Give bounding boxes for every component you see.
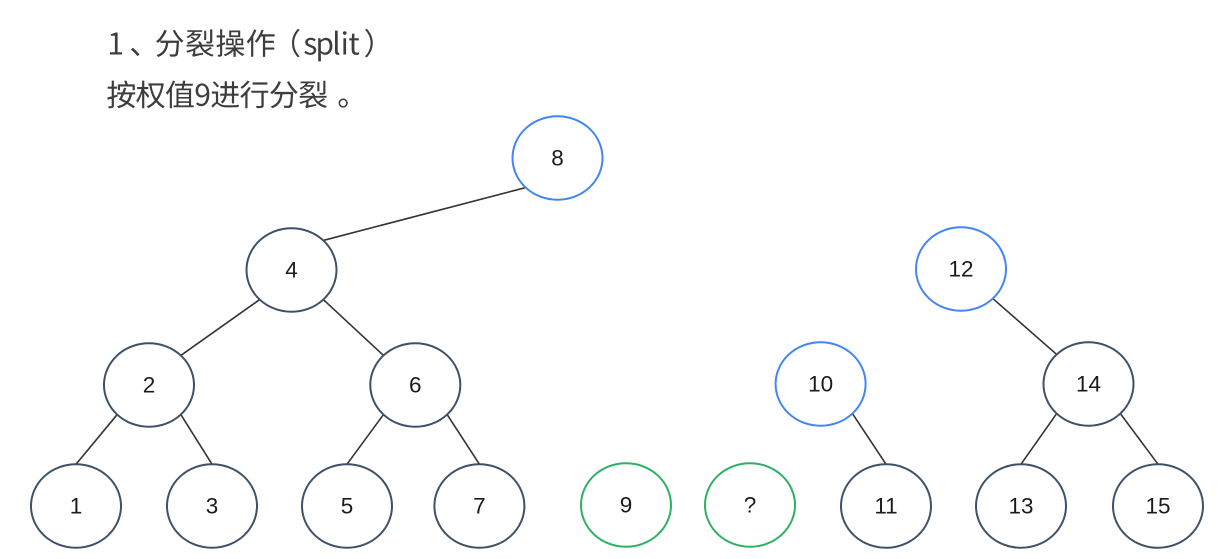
svg-text:8: 8 — [551, 146, 564, 171]
svg-text:14: 14 — [1076, 372, 1101, 397]
svg-text:13: 13 — [1008, 494, 1033, 519]
svg-text:10: 10 — [808, 372, 833, 397]
svg-text:2: 2 — [143, 373, 156, 398]
svg-text:6: 6 — [409, 373, 422, 398]
svg-text:?: ? — [744, 493, 757, 518]
svg-text:9: 9 — [620, 493, 633, 518]
svg-text:11: 11 — [874, 494, 897, 519]
svg-text:1: 1 — [70, 494, 83, 519]
svg-text:15: 15 — [1145, 494, 1170, 519]
svg-text:5: 5 — [341, 494, 354, 519]
svg-text:12: 12 — [948, 257, 973, 282]
svg-text:3: 3 — [206, 494, 219, 519]
svg-text:4: 4 — [285, 258, 298, 283]
svg-text:7: 7 — [473, 494, 486, 519]
